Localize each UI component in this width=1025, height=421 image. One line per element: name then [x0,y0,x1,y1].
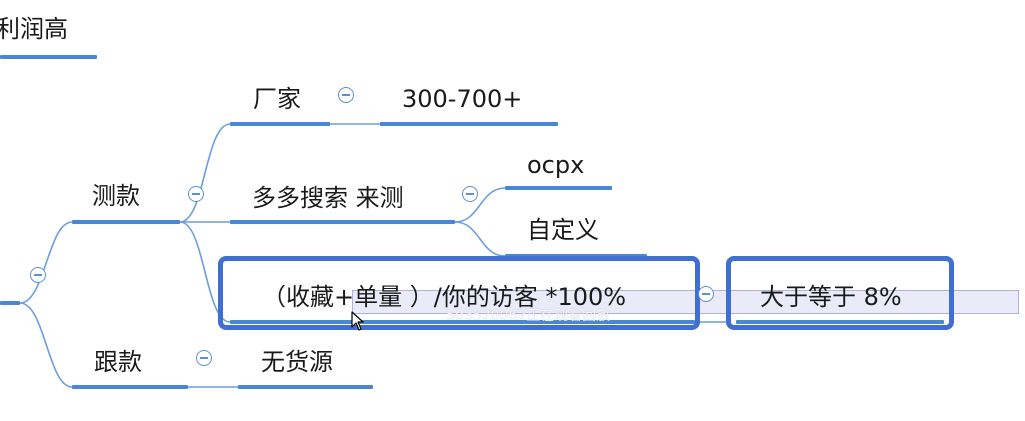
collapse-search-icon[interactable] [462,186,478,202]
collapse-root-icon[interactable] [30,267,46,283]
threshold-selection-box[interactable] [726,256,954,330]
search-node-underline [230,220,455,224]
collapse-follow-icon[interactable] [196,350,212,366]
formula-node-underline [230,320,695,324]
root-node-underline [0,55,97,59]
branch-test-label[interactable]: 测款 [92,182,140,210]
factory-node-underline [230,122,330,126]
branch-test-underline [72,220,180,224]
branch-follow-label[interactable]: 跟款 [94,348,142,376]
source-node-label[interactable]: 无货源 [261,348,333,376]
search-child-custom-label[interactable]: 自定义 [527,216,599,244]
branch-follow-underline [72,385,188,389]
watermark-text: 503520062正在观看回放 [446,308,611,324]
search-child-ocpx-label[interactable]: ocpx [527,151,585,179]
formula-node-label[interactable]: （收藏+单量 ）/你的访客 *100% [262,283,627,311]
threshold-node-label[interactable]: 大于等于 8% [760,283,902,311]
factory-node-label[interactable]: 厂家 [253,85,301,113]
threshold-node-underline [736,320,944,324]
formula-selection-box[interactable] [218,256,700,330]
mouse-cursor-icon [351,311,364,331]
factory-value-label[interactable]: 300-700+ [402,85,523,113]
source-node-underline [238,385,373,389]
factory-value-underline [380,122,558,126]
root-node-label[interactable]: 利润高 [0,15,68,43]
formula-overlay-band [352,290,1019,314]
collapse-formula-icon[interactable] [698,286,714,302]
collapse-factory-icon[interactable] [338,87,354,103]
root-stub-underline [0,301,20,305]
collapse-test-icon[interactable] [188,186,204,202]
search-child-ocpx-underline [505,186,612,190]
search-node-label[interactable]: 多多搜索 来测 [252,184,404,212]
